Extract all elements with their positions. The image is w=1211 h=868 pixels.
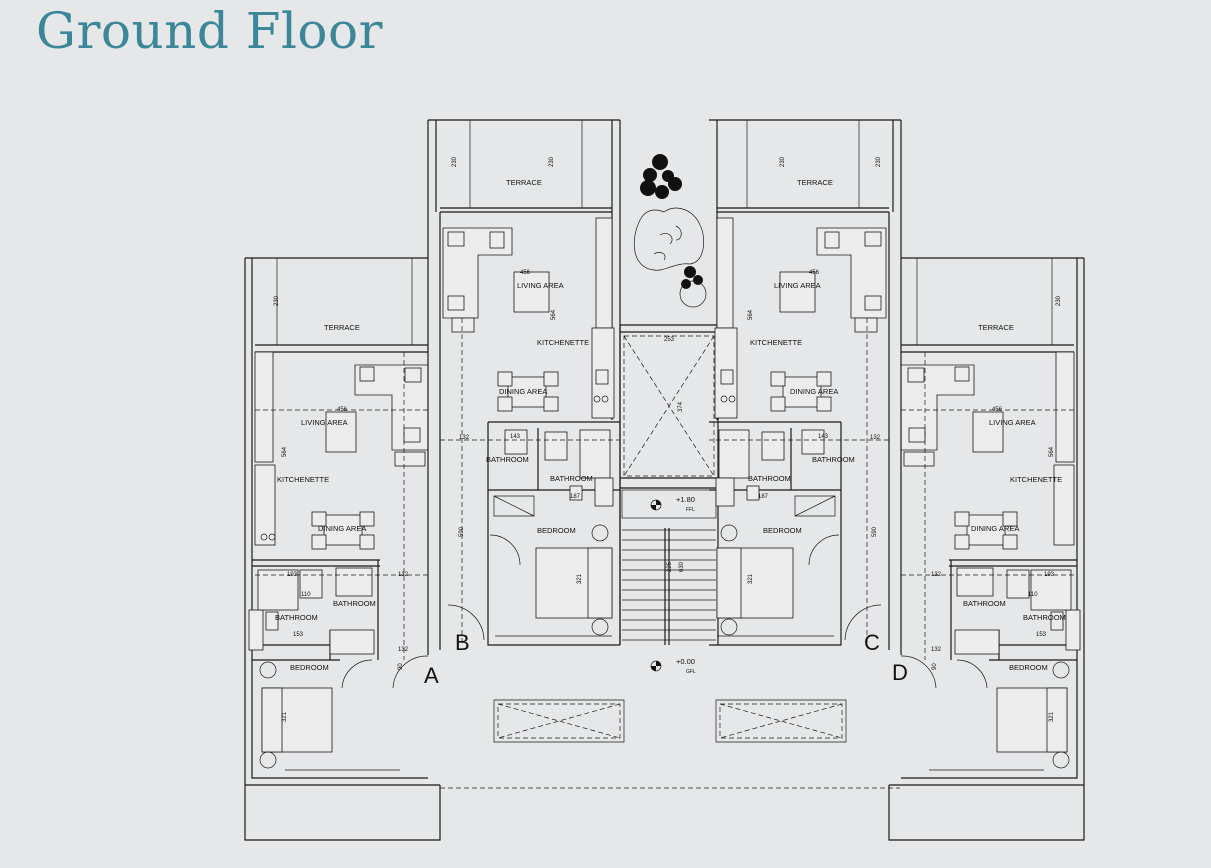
- dimension-label: 564: [1049, 446, 1055, 457]
- dimension-label: 374: [678, 401, 684, 412]
- dimension-label: 564: [551, 309, 557, 320]
- dimension-label: 456: [520, 270, 531, 276]
- tree-icon: [633, 154, 707, 308]
- unit-b-walls: [427, 119, 621, 655]
- room-label-bedroom: BEDROOM: [537, 526, 576, 535]
- dimension-label: 253: [664, 337, 675, 343]
- door-swing-icon: [341, 659, 373, 689]
- dimension-label: 564: [282, 446, 288, 457]
- dimension-label: 456: [809, 270, 820, 276]
- level-marker-icon: [650, 499, 662, 511]
- dimension-label: 90: [932, 663, 938, 670]
- room-label-dining: DINING AREA: [499, 387, 547, 396]
- dimension-label: 230: [780, 156, 786, 167]
- dimension-label: 143: [510, 434, 521, 440]
- dimension-label: 230: [549, 156, 555, 167]
- level-sublabel-upper: FFL: [686, 507, 695, 513]
- unit-label-b: B: [455, 630, 470, 655]
- dimension-label: 132: [931, 572, 942, 578]
- dimension-label: 132: [459, 435, 470, 441]
- room-label-living: LIVING AREA: [989, 418, 1036, 427]
- room-label-dining: DINING AREA: [318, 524, 366, 533]
- room-label-bedroom: BEDROOM: [763, 526, 802, 535]
- room-label-bathroom: BATHROOM: [748, 474, 791, 483]
- room-label-bathroom: BATHROOM: [1023, 613, 1066, 622]
- unit-a-walls: [244, 257, 900, 841]
- room-label-bathroom: BATHROOM: [550, 474, 593, 483]
- dimension-label: 110: [301, 592, 311, 598]
- dimension-label: 456: [992, 407, 1003, 413]
- level-marker-icon: [650, 660, 662, 672]
- room-label-kitchenette: KITCHENETTE: [750, 338, 802, 347]
- dimension-label: 193: [287, 572, 298, 578]
- room-label-bathroom: BATHROOM: [812, 455, 855, 464]
- room-label-bedroom: BEDROOM: [1009, 663, 1048, 672]
- room-label-living: LIVING AREA: [774, 281, 821, 290]
- room-label-living: LIVING AREA: [301, 418, 348, 427]
- units-c-d-walls: [709, 119, 1085, 841]
- room-label-kitchenette: KITCHENETTE: [1010, 475, 1062, 484]
- dimension-label: 230: [876, 156, 882, 167]
- dimension-label: 321: [1049, 711, 1055, 722]
- dimension-label: 132: [870, 435, 881, 441]
- room-label-terrace: TERRACE: [506, 178, 542, 187]
- room-label-bathroom: BATHROOM: [486, 455, 529, 464]
- dimension-label: 143: [818, 434, 829, 440]
- room-label-bedroom: BEDROOM: [290, 663, 329, 672]
- dimension-label: 225: [667, 561, 673, 572]
- page-title: Ground Floor: [36, 2, 384, 60]
- room-label-terrace: TERRACE: [797, 178, 833, 187]
- dimension-label: 153: [293, 632, 304, 638]
- room-label-kitchenette: KITCHENETTE: [537, 338, 589, 347]
- dimension-label: 321: [282, 711, 288, 722]
- dimension-label: 187: [758, 494, 769, 500]
- dimension-label: 132: [398, 572, 409, 578]
- room-label-terrace: TERRACE: [978, 323, 1014, 332]
- level-label-upper: +1.80: [676, 495, 695, 504]
- dimension-label: 630: [679, 561, 685, 572]
- dimension-label: 321: [748, 573, 754, 584]
- room-label-terrace: TERRACE: [324, 323, 360, 332]
- dimension-label: 230: [274, 295, 280, 306]
- dimension-label: 230: [1056, 295, 1062, 306]
- dimension-label: 132: [398, 647, 409, 653]
- dimension-label: 153: [1036, 632, 1047, 638]
- room-label-dining: DINING AREA: [790, 387, 838, 396]
- dimension-label: 321: [577, 573, 583, 584]
- room-label-dining: DINING AREA: [971, 524, 1019, 533]
- dimension-label: 132: [931, 647, 942, 653]
- dimension-label: 590: [459, 526, 465, 537]
- dimension-label: 564: [748, 309, 754, 320]
- dimension-label: 110: [1028, 592, 1038, 598]
- dimension-label: 193: [1044, 572, 1055, 578]
- level-sublabel-ground: GFL: [686, 669, 696, 675]
- unit-label-c: C: [864, 630, 880, 655]
- dimension-label: 90: [398, 663, 404, 670]
- room-label-living: LIVING AREA: [517, 281, 564, 290]
- dimension-label: 187: [570, 494, 581, 500]
- room-label-bathroom: BATHROOM: [275, 613, 318, 622]
- dimension-label: 590: [872, 526, 878, 537]
- room-label-kitchenette: KITCHENETTE: [277, 475, 329, 484]
- unit-label-d: D: [892, 660, 908, 685]
- room-label-bathroom: BATHROOM: [963, 599, 1006, 608]
- room-label-bathroom: BATHROOM: [333, 599, 376, 608]
- dimension-label: 456: [337, 407, 348, 413]
- unit-label-a: A: [424, 663, 439, 688]
- level-label-ground: +0.00: [676, 657, 695, 666]
- dimension-label: 230: [452, 156, 458, 167]
